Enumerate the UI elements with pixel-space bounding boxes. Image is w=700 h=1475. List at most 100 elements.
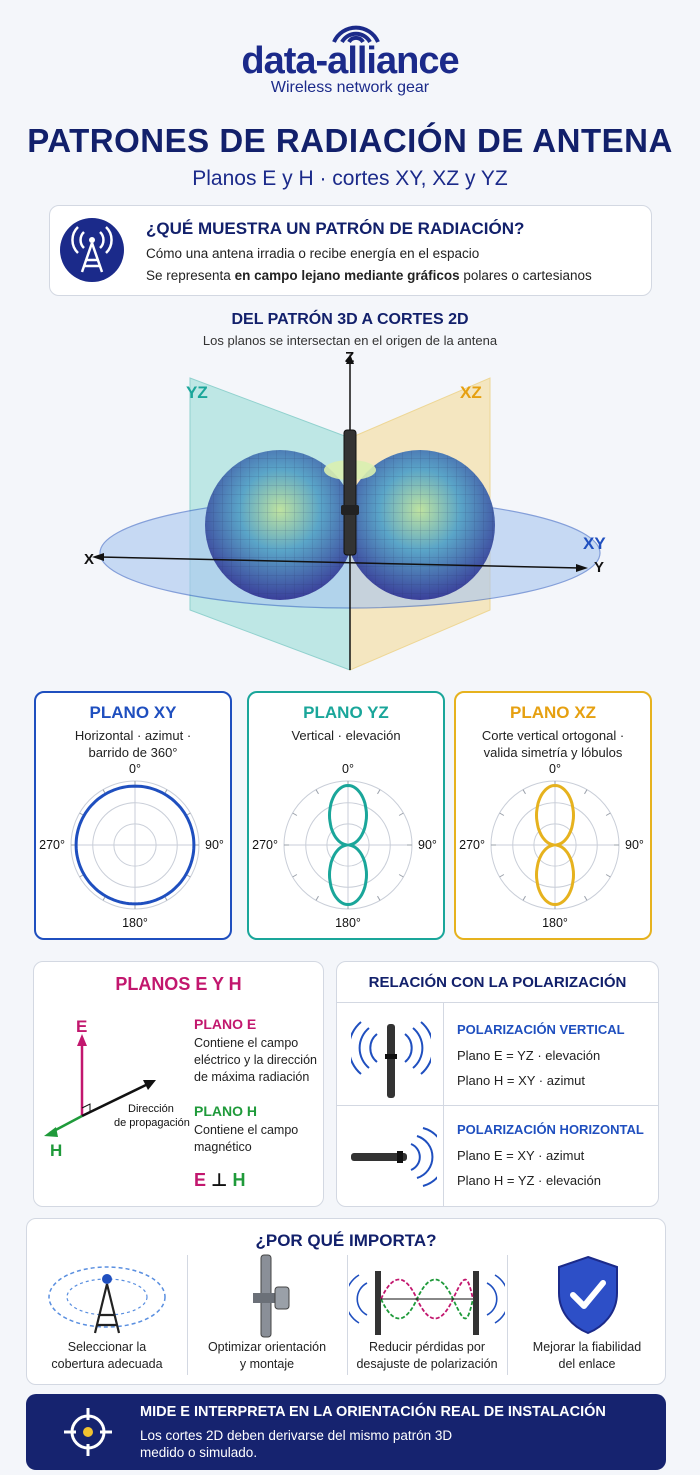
vertical-h: Plano H = XY · azimut bbox=[457, 1073, 586, 1088]
page-title: PATRONES DE RADIACIÓN DE ANTENA bbox=[27, 122, 673, 159]
polar-desc-xy-2: barrido de 360° bbox=[88, 745, 178, 760]
polar-label-0: 0° bbox=[549, 762, 561, 776]
why-title: ¿POR QUÉ IMPORTA? bbox=[255, 1231, 437, 1250]
antenna-tower-icon bbox=[60, 218, 124, 282]
plano-e-title: PLANO E bbox=[194, 1016, 257, 1032]
footer-heading: MIDE E INTERPRETA EN LA ORIENTACIÓN REAL… bbox=[140, 1404, 606, 1420]
axis-label-z: Z bbox=[345, 350, 354, 366]
brand-tagline: Wireless network gear bbox=[270, 79, 430, 96]
radiation-pattern-3d: Z X Y YZ XZ XY bbox=[84, 350, 606, 671]
axis-label-x: X bbox=[84, 551, 94, 568]
plano-h-desc: Contiene el campo magnético bbox=[194, 1122, 298, 1156]
planes-eh-title: PLANOS E Y H bbox=[115, 974, 242, 994]
polar-title-yz: PLANO YZ bbox=[303, 703, 389, 722]
info-heading: ¿QUÉ MUESTRA UN PATRÓN DE RADIACIÓN? bbox=[146, 219, 525, 238]
polar-desc-yz: Vertical · elevación bbox=[249, 727, 443, 744]
polar-label-270: 270° bbox=[39, 838, 65, 852]
wifi-logo-icon bbox=[332, 25, 380, 44]
polar-desc-xz-1: Corte vertical ortogonal · bbox=[481, 728, 625, 743]
info-card bbox=[49, 205, 652, 296]
diagram-3d-title: DEL PATRÓN 3D A CORTES 2D bbox=[231, 311, 469, 328]
polar-label-270: 270° bbox=[252, 838, 278, 852]
perp-h: H bbox=[232, 1170, 246, 1190]
vertical-e: Plano E = YZ · elevación bbox=[457, 1048, 601, 1063]
plane-label-yz: YZ bbox=[186, 383, 208, 402]
polar-card-xy: PLANO XY Horizontal · azimut · barrido de… bbox=[34, 691, 232, 940]
horizontal-heading: POLARIZACIÓN HORIZONTAL bbox=[457, 1122, 644, 1137]
polar-plot-xz: 0° 90° 180° 270° bbox=[459, 762, 644, 930]
perp-symbol: ⊥ bbox=[211, 1170, 228, 1190]
polar-label-180: 180° bbox=[335, 916, 361, 930]
polar-card-xz: PLANO XZ Corte vertical ortogonal · valid… bbox=[454, 691, 652, 940]
footer-banner: MIDE E INTERPRETA EN LA ORIENTACIÓN REAL… bbox=[26, 1394, 666, 1470]
plano-e-l2: eléctrico y la dirección bbox=[194, 1053, 317, 1067]
polar-card-yz: PLANO YZ Vertical · elevación 0° 90° 180° 2… bbox=[247, 691, 445, 940]
why-item-polarization: Reducir pérdidas por desajuste de polari… bbox=[347, 1339, 507, 1373]
info-line-2: Se representa en campo lejano mediante g… bbox=[146, 268, 592, 283]
info-line-2-pre: Se representa bbox=[146, 268, 235, 283]
plano-h-l1: Contiene el campo bbox=[194, 1123, 299, 1137]
horizontal-e: Plano E = XY · azimut bbox=[457, 1148, 585, 1163]
polar-title-xz: PLANO XZ bbox=[510, 703, 596, 722]
polarization-wave-icon bbox=[349, 1271, 505, 1335]
brand-logo: data-alliance bbox=[241, 40, 459, 82]
horizontal-h: Plano H = YZ · elevación bbox=[457, 1173, 601, 1188]
polar-label-180: 180° bbox=[122, 916, 148, 930]
plane-label-xz: XZ bbox=[460, 383, 482, 402]
perp-e: E bbox=[194, 1170, 207, 1190]
plano-h-title: PLANO H bbox=[194, 1103, 257, 1119]
why-item-coverage: Seleccionar la cobertura adecuada bbox=[27, 1339, 187, 1373]
antenna-mount-icon bbox=[253, 1254, 290, 1338]
why-item-orientation: Optimizar orientación y montaje bbox=[187, 1339, 347, 1373]
page-subtitle: Planos E y H · cortes XY, XZ y YZ bbox=[192, 167, 508, 190]
polar-label-0: 0° bbox=[342, 762, 354, 776]
why-orientation-l1: Optimizar orientación bbox=[207, 1340, 327, 1354]
direction-label-1: Dirección bbox=[128, 1103, 174, 1115]
footer-l2: medido o simulado. bbox=[140, 1445, 258, 1460]
planes-eh-card: PLANOS E Y H E H Dirección de propagació… bbox=[33, 961, 324, 1207]
polarization-card: RELACIÓN CON LA POLARIZACIÓN POLARIZACIÓ… bbox=[336, 961, 659, 1207]
polar-desc-xy: Horizontal · azimut · barrido de 360° bbox=[36, 727, 230, 761]
direction-label-2: de propagación bbox=[114, 1117, 190, 1129]
crosshair-target-icon bbox=[64, 1408, 112, 1456]
dipole-antenna bbox=[343, 429, 357, 556]
polar-label-90: 90° bbox=[625, 838, 644, 852]
why-reliability-l2: del enlace bbox=[558, 1357, 616, 1371]
perpendicular-statement: E ⊥ H bbox=[194, 1170, 246, 1191]
why-coverage-l2: cobertura adecuada bbox=[51, 1357, 163, 1371]
eh-vector-diagram: E H Dirección de propagación bbox=[44, 1018, 190, 1158]
polar-label-90: 90° bbox=[418, 838, 437, 852]
info-line-1: Cómo una antena irradia o recibe energía… bbox=[146, 246, 480, 261]
diagram-3d-subtitle: Los planos se intersectan en el origen d… bbox=[202, 333, 498, 348]
why-polarization-l2: desajuste de polarización bbox=[356, 1357, 498, 1371]
polar-pattern-curve bbox=[327, 784, 369, 907]
vertical-heading: POLARIZACIÓN VERTICAL bbox=[457, 1022, 625, 1037]
why-item-reliability: Mejorar la fiabilidad del enlace bbox=[507, 1339, 667, 1373]
polar-desc-yz-1: Vertical · elevación bbox=[291, 728, 401, 743]
horizontal-antenna-icon bbox=[351, 1127, 437, 1187]
polar-label-180: 180° bbox=[542, 916, 568, 930]
polar-label-0: 0° bbox=[129, 762, 141, 776]
tower-coverage-icon bbox=[48, 1266, 166, 1334]
polar-label-270: 270° bbox=[459, 838, 485, 852]
plano-e-l1: Contiene el campo bbox=[194, 1036, 299, 1050]
plano-h-l2: magnético bbox=[194, 1140, 252, 1154]
polar-desc-xz-2: valida simetría y lóbulos bbox=[483, 745, 623, 760]
axis-label-y: Y bbox=[594, 559, 604, 576]
why-orientation-l2: y montaje bbox=[239, 1357, 295, 1371]
polar-desc-xz: Corte vertical ortogonal · valida simetrí… bbox=[456, 727, 650, 761]
polar-title-xy: PLANO XY bbox=[89, 703, 177, 722]
info-line-2-bold: en campo lejano mediante gráficos bbox=[234, 268, 460, 283]
plano-e-desc: Contiene el campo eléctrico y la direcci… bbox=[194, 1035, 317, 1086]
info-line-2-post: polares o cartesianos bbox=[459, 268, 592, 283]
footer-text: Los cortes 2D deben derivarse del mismo … bbox=[140, 1427, 452, 1461]
shield-check-icon bbox=[558, 1255, 618, 1335]
polarization-title: RELACIÓN CON LA POLARIZACIÓN bbox=[368, 974, 627, 991]
plano-e-l3: de máxima radiación bbox=[194, 1070, 310, 1084]
e-vector-label: E bbox=[76, 1018, 87, 1036]
why-polarization-l1: Reducir pérdidas por bbox=[368, 1340, 486, 1354]
polar-desc-xy-1: Horizontal · azimut · bbox=[74, 728, 192, 743]
why-coverage-l1: Seleccionar la bbox=[67, 1340, 147, 1354]
why-card: ¿POR QUÉ IMPORTA? Seleccionar la cobertu… bbox=[26, 1218, 666, 1385]
h-vector-label: H bbox=[50, 1141, 62, 1158]
